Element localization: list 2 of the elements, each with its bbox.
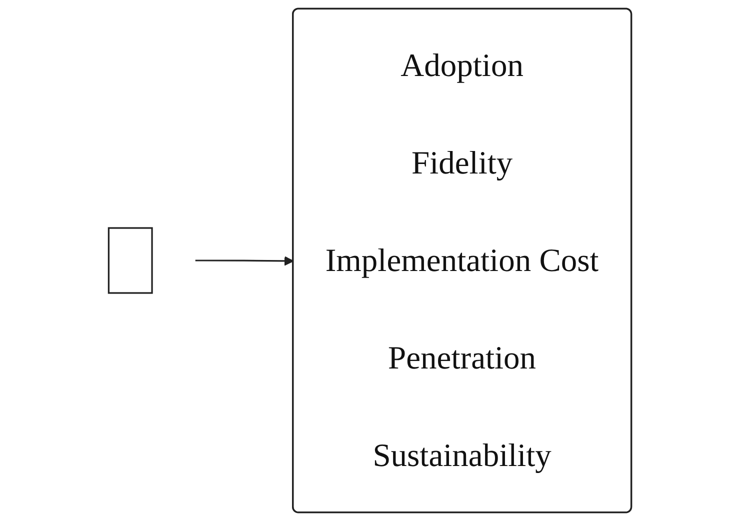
arrow bbox=[195, 256, 294, 266]
node-box bbox=[108, 227, 153, 294]
